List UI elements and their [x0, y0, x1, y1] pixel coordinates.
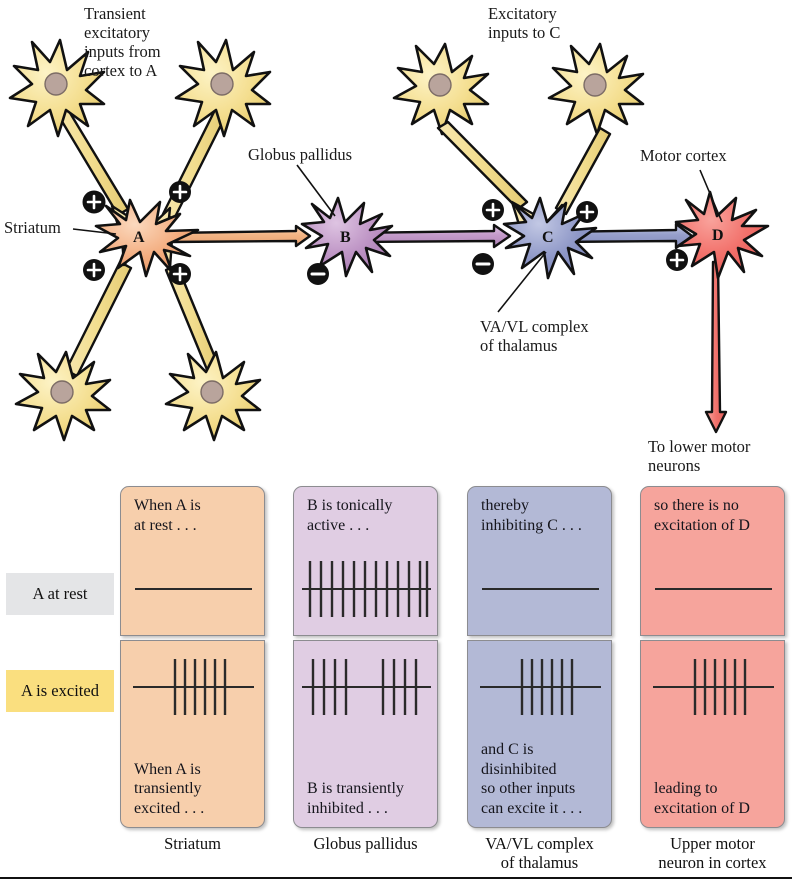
spike-trace-striatum-excited	[133, 659, 254, 715]
cell-text: thereby inhibiting C . . .	[481, 497, 582, 534]
row-label-a-is-excited: A is excited	[6, 670, 114, 712]
svg-text:B: B	[340, 229, 351, 246]
annotation-to-lower-motor-neurons: To lower motor neurons	[648, 437, 751, 475]
cortical-neuron-6	[547, 42, 645, 136]
cell-cortex-rest: so there is no excitation of D	[640, 486, 785, 636]
cell-globus-excited: B is transiently inhibited . . .	[293, 640, 438, 828]
axon-d-to-lower-motor	[704, 260, 728, 434]
cell-text: B is transiently inhibited . . .	[307, 780, 404, 817]
annotation-excitatory-inputs-to-c: Excitatory inputs to C	[488, 4, 561, 42]
synapse-sign-plus-a-upper-right	[169, 181, 191, 203]
annotation-striatum: Striatum	[4, 218, 61, 237]
spike-train-panel: A at rest A is excited When A is at rest…	[0, 478, 792, 884]
cell-thalamus-rest: thereby inhibiting C . . .	[467, 486, 612, 636]
cell-text: so there is no excitation of D	[654, 497, 750, 534]
synapse-sign-plus-c-upper-right	[576, 201, 598, 223]
cortical-neuron-2	[174, 38, 272, 138]
leader-line-globus	[296, 164, 336, 217]
column-label-va-vl-thalamus: VA/VL complex of thalamus	[485, 834, 594, 872]
svg-text:D: D	[712, 227, 724, 244]
cell-text: and C is disinhibited so other inputs ca…	[481, 741, 583, 817]
cell-striatum-excited: When A is transiently excited . . .	[120, 640, 265, 828]
cell-cortex-excited: leading to excitation of D	[640, 640, 785, 828]
column-label-globus-pallidus: Globus pallidus	[313, 834, 418, 853]
cortical-neuron-5	[392, 42, 490, 136]
spike-trace-globus-excited	[302, 659, 431, 715]
synapse-sign-plus-a-lower-right	[169, 263, 191, 285]
svg-text:C: C	[542, 229, 554, 246]
spike-trace-globus-rest	[302, 561, 431, 617]
spike-trace-cortex-rest	[655, 588, 772, 590]
annotation-cortex-to-a: Transient excitatory inputs from cortex …	[84, 4, 161, 80]
synapse-sign-minus-c	[472, 253, 494, 275]
cell-text: B is tonically active . . .	[307, 497, 393, 534]
column-label-upper-motor-neuron: Upper motor neuron in cortex	[658, 834, 767, 872]
leader-line-motor-cortex	[699, 169, 723, 223]
spike-trace-thalamus-rest	[482, 588, 599, 590]
leader-line-striatum	[72, 228, 117, 235]
axon-a-to-b	[166, 224, 312, 248]
spike-trace-thalamus-excited	[480, 659, 601, 715]
annotation-va-vl-complex: VA/VL complex of thalamus	[480, 317, 589, 355]
spike-trace-striatum-rest	[135, 588, 252, 590]
cortical-neuron-3	[14, 350, 112, 442]
synapse-sign-plus-a-upper-left	[82, 190, 106, 214]
neuron-c: C	[502, 196, 598, 280]
axon-cortex1-to-a	[52, 101, 139, 237]
leader-line-vavl	[497, 251, 547, 313]
axon-cortex2-to-a	[147, 108, 228, 240]
synapse-sign-minus-b	[307, 263, 329, 285]
column-label-striatum: Striatum	[164, 834, 221, 853]
neuron-d: D	[674, 190, 770, 280]
synapse-sign-plus-c-upper-left	[482, 199, 504, 221]
cell-striatum-rest: When A is at rest . . .	[120, 486, 265, 636]
cell-globus-rest: B is tonically active . . .	[293, 486, 438, 636]
neuron-a: A	[94, 198, 200, 278]
cell-text: leading to excitation of D	[654, 780, 750, 817]
row-label-a-at-rest: A at rest	[6, 573, 114, 615]
annotation-motor-cortex: Motor cortex	[640, 146, 727, 165]
cell-text: When A is transiently excited . . .	[134, 760, 205, 817]
cortical-neuron-4	[164, 350, 262, 442]
svg-text:A: A	[133, 229, 145, 246]
cortical-neuron-1	[8, 38, 106, 138]
cell-text: When A is at rest . . .	[134, 497, 201, 534]
annotation-globus-pallidus: Globus pallidus	[248, 145, 353, 164]
synapse-sign-plus-a-lower-left	[83, 259, 105, 281]
bottom-rule	[0, 877, 792, 879]
spike-trace-cortex-excited	[653, 659, 774, 715]
neuron-b: B	[300, 196, 394, 278]
synapse-sign-plus-d	[666, 249, 688, 271]
cell-thalamus-excited: and C is disinhibited so other inputs ca…	[467, 640, 612, 828]
